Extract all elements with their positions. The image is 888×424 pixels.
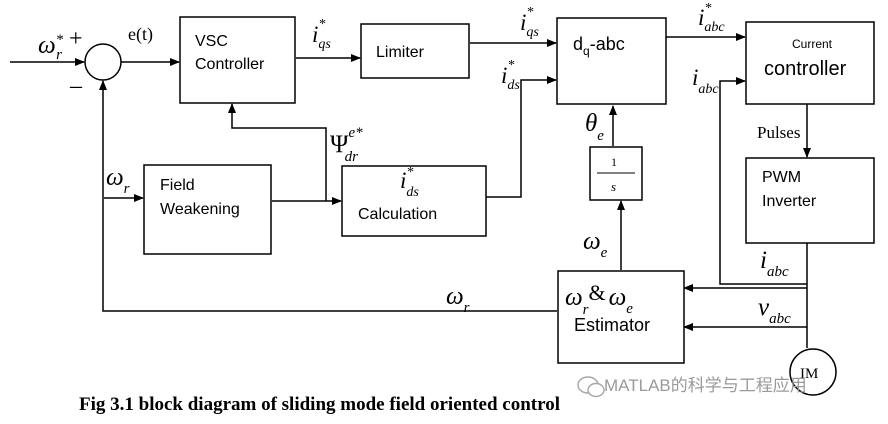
vsc-label-line2: Controller xyxy=(195,56,265,73)
estimator-block xyxy=(557,270,685,364)
iabc-star-label: i*abc xyxy=(698,1,725,35)
iabc-feedback-wire xyxy=(719,77,807,285)
theta-e-label: θe xyxy=(585,110,604,144)
current-controller-line1: Current xyxy=(792,37,833,51)
ids-star-wire xyxy=(486,76,557,198)
plus-sign: + xyxy=(69,26,83,52)
estimator-label: Estimator xyxy=(574,315,650,335)
pwm-label-line1: PWM xyxy=(762,169,801,186)
watermark-text: MATLAB的科学与工程应用 xyxy=(604,376,807,395)
motor-label: IM xyxy=(800,366,818,382)
vsc-label-line1: VSC xyxy=(195,33,228,50)
induction-motor xyxy=(789,348,837,396)
estimator-symbols: ωr&ωe xyxy=(565,280,633,318)
ref-speed-label: ω*r xyxy=(38,32,64,63)
integrator-numerator: 1 xyxy=(611,155,617,169)
speed-feedback-wire xyxy=(99,80,557,312)
iqs-star-label-1: i*qs xyxy=(312,17,331,52)
error-label: e(t) xyxy=(128,24,153,45)
dq-abc-label: dq-abc xyxy=(573,34,625,58)
current-controller-line2: controller xyxy=(764,58,847,80)
signal-wires xyxy=(10,33,811,348)
pwm-label-line2: Inverter xyxy=(762,193,817,210)
pwm-inverter-block xyxy=(745,157,875,244)
pulses-label: Pulses xyxy=(757,123,800,142)
psi-label: Ψe*dr xyxy=(330,125,363,165)
omega-r-feedback-label: ωr xyxy=(446,283,470,316)
omega-r-fw-label: ωr xyxy=(106,164,130,197)
field-weakening-line2: Weakening xyxy=(160,201,240,218)
field-weakening-line1: Field xyxy=(160,177,195,194)
omega-e-label: ωe xyxy=(583,228,608,261)
figure-caption: Fig 3.1 block diagram of sliding mode fi… xyxy=(79,394,560,415)
summing-junction xyxy=(84,43,122,81)
wechat-icon xyxy=(577,376,605,398)
integrator-denominator: s xyxy=(611,179,616,194)
limiter-label: Limiter xyxy=(376,44,425,61)
ids-calc-label: Calculation xyxy=(358,206,437,223)
ids-calc-symbol: i*ds xyxy=(400,165,419,200)
dq-abc-block xyxy=(556,17,667,105)
ids-star-label: i*ds xyxy=(501,58,520,93)
psi-to-vsc-wire xyxy=(228,103,327,201)
iqs-star-label-2: i*qs xyxy=(520,5,539,40)
current-controller-block xyxy=(745,21,875,105)
ids-calculation-block xyxy=(341,165,487,237)
limiter-block xyxy=(360,23,470,79)
minus-sign: – xyxy=(69,73,83,99)
vabc-measured-label: vabc xyxy=(758,294,791,327)
iabc-measured-label: iabc xyxy=(760,247,789,280)
iabc-feedback-label: iabc xyxy=(692,65,719,97)
field-weakening-block xyxy=(143,164,272,255)
vsc-controller-block xyxy=(179,16,296,104)
